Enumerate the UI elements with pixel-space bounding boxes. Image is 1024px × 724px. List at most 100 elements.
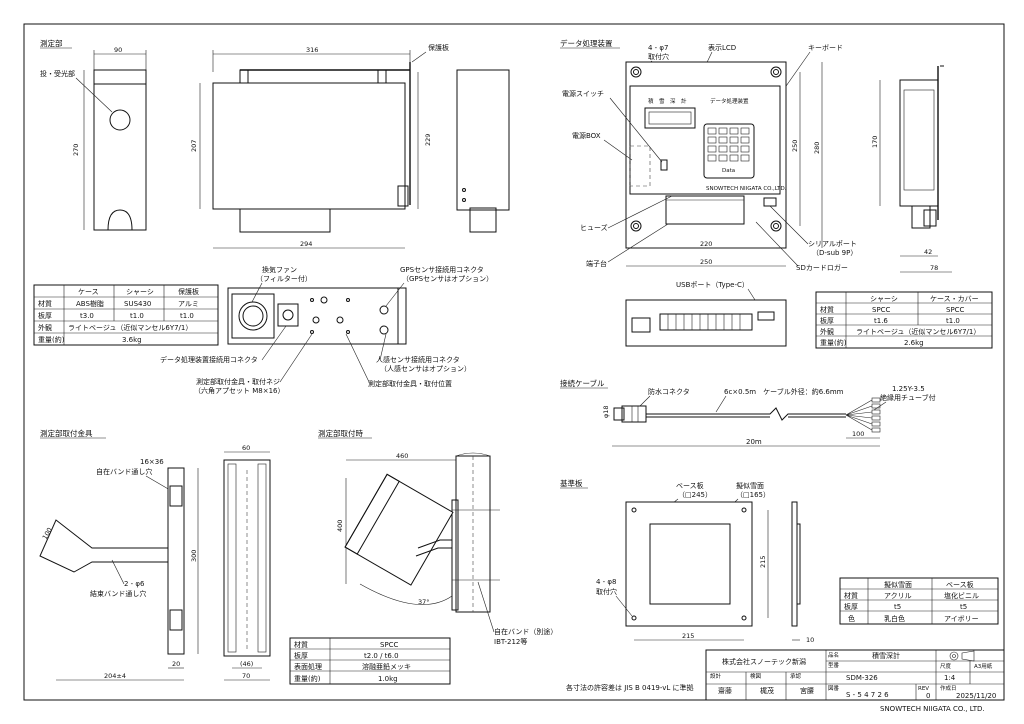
svg-text:シャーシ: シャーシ: [870, 295, 898, 303]
keypad: [703, 123, 755, 179]
svg-text:アルミ: アルミ: [178, 300, 199, 308]
svg-text:溶融亜鉛メッキ: 溶融亜鉛メッキ: [362, 662, 411, 671]
lcd-display: [644, 107, 696, 129]
svg-text:SPCC: SPCC: [946, 306, 965, 314]
label-band-hole-sub: 自在バンド通し穴: [96, 467, 152, 476]
svg-text:Data: Data: [722, 168, 735, 174]
title-company: 株式会社スノーテック新潟: [722, 657, 806, 666]
dim-250h: 250: [791, 140, 799, 152]
section-mount-title: 測定部取付時: [318, 428, 363, 438]
sensor-window: [109, 109, 131, 131]
label-gps-sub: （GPSセンサはオプション）: [402, 275, 493, 283]
svg-text:アクリル: アクリル: [884, 592, 912, 600]
svg-text:板厚: 板厚: [844, 602, 858, 611]
sensor-spec-table: ケース シャーシ 保護板 材質 ABS樹脂 SUS430 アルミ 板厚 t3.0…: [33, 284, 219, 346]
label-transmitter: 投・受光部: [40, 69, 75, 78]
svg-text:塩化ビニル: 塩化ビニル: [944, 591, 979, 600]
bracket-spec-table: 材質 SPCC 板厚 t2.0 / t6.0 表面処理 溶融亜鉛メッキ 重量(約…: [289, 637, 451, 685]
svg-text:ケース・カバー: ケース・カバー: [930, 295, 979, 303]
svg-text:作成日: 作成日: [940, 684, 957, 692]
dim-mount-460: 460: [396, 452, 408, 460]
title-designer: 齋藤: [718, 686, 732, 695]
base-spec-table: 擬似雪面 ベース板 材質 アクリル 塩化ビニル 板厚 t5 t5 色 乳白色 ア…: [839, 577, 999, 625]
label-waterproof-connector: 防水コネクタ: [648, 387, 690, 396]
section-sensor-title: 測定部: [40, 38, 63, 48]
svg-text:板厚: 板厚: [38, 311, 52, 320]
title-approver: 宮腰: [800, 686, 814, 695]
label-tie-hole-sub: 結束バンド通し穴: [90, 589, 146, 598]
dim-cable-tail: 100: [852, 430, 864, 438]
panel-title: 積 雪 深 計: [648, 97, 687, 105]
svg-text:材質: 材質: [294, 640, 308, 649]
label-band-hole: 16×36: [140, 458, 164, 466]
label-band-sub: IBT-212等: [494, 637, 527, 646]
label-mount-fixture: 測定部取付金具・取付ネジ: [196, 377, 280, 386]
label-base-plate: ベース板: [676, 481, 704, 490]
svg-text:ベース板: ベース板: [946, 580, 974, 589]
label-hole-phi7-sub: 取付穴: [648, 52, 669, 61]
dim-280: 280: [813, 142, 821, 154]
label-motion: 人感センサ接続用コネクタ: [376, 355, 460, 364]
label-snow-surface-sub: （□165）: [736, 491, 770, 499]
svg-text:表面処理: 表面処理: [294, 662, 322, 671]
dim-207: 207: [190, 140, 198, 152]
sensor-rear-view: [456, 69, 510, 211]
dim-220: 220: [700, 240, 712, 248]
svg-text:t2.0 / t6.0: t2.0 / t6.0: [364, 652, 399, 660]
title-drawing-no: S - 5 4 7 2 6: [846, 691, 889, 699]
svg-text:材質: 材質: [38, 299, 52, 308]
label-gps: GPSセンサ接続用コネクタ: [400, 265, 484, 274]
label-serial: シリアルポート: [808, 240, 857, 248]
label-fuse: ヒューズ: [580, 223, 608, 232]
label-cover: 保護板: [428, 43, 449, 52]
svg-text:外観: 外観: [820, 327, 834, 336]
cable-connector: [621, 405, 647, 423]
svg-text:t1.0: t1.0: [130, 312, 144, 320]
base-plate: [625, 501, 753, 627]
footer-company: SNOWTECH NIIGATA CO., LTD.: [880, 705, 985, 713]
svg-text:図番: 図番: [828, 685, 840, 692]
section-bracket-title: 測定部取付金具: [40, 428, 93, 438]
sensor-front-view: [93, 69, 147, 231]
dim-42: 42: [924, 248, 932, 256]
title-block: 株式会社スノーテック新潟 設計 検図 承認 齋藤 梶茂 宮腰 品名 積雪深計 型…: [705, 649, 1005, 701]
dim-mount-400: 400: [336, 520, 344, 532]
label-motion-sub: （人感センサはオプション）: [380, 364, 471, 373]
data-unit-front: [625, 61, 787, 249]
dim-316: 316: [306, 46, 318, 54]
svg-text:重量(約): 重量(約): [294, 674, 321, 683]
sheet-border: [23, 23, 1005, 701]
label-base-hole-sub: 取付穴: [596, 587, 617, 596]
keypad-keys: [707, 127, 750, 162]
dim-90: 90: [114, 46, 122, 54]
label-base-plate-sub: （□245）: [678, 491, 712, 499]
svg-text:ABS樹脂: ABS樹脂: [76, 299, 104, 308]
panel-subtitle: データ処理装置: [710, 97, 749, 105]
svg-text:SUS430: SUS430: [124, 300, 151, 308]
panel-brand: SNOWTECH NIIGATA CO.,LTD.: [706, 186, 787, 192]
label-sdcard: SDカードロガー: [796, 263, 848, 272]
svg-text:t1.0: t1.0: [946, 317, 960, 325]
dim-bracket-46: (46): [240, 660, 253, 668]
sensor-side-view: [212, 82, 406, 210]
title-checker: 梶茂: [760, 686, 774, 695]
svg-text:外観: 外観: [38, 323, 52, 332]
svg-text:SPCC: SPCC: [380, 641, 399, 649]
svg-text:t1.6: t1.6: [874, 317, 888, 325]
svg-text:アイボリー: アイボリー: [944, 615, 979, 623]
svg-text:乳白色: 乳白色: [884, 614, 905, 623]
svg-text:ケース: ケース: [78, 288, 99, 296]
dim-294: 294: [300, 240, 312, 248]
bracket-arm: [39, 519, 169, 573]
label-lug: 1.25Y-3.5: [892, 385, 925, 393]
label-power-switch: 電源スイッチ: [562, 89, 604, 98]
dim-bracket-20: 20: [172, 660, 180, 668]
svg-text:1.0kg: 1.0kg: [378, 675, 398, 683]
data-spec-table: シャーシ ケース・カバー 材質 SPCC SPCC 板厚 t1.6 t1.0 外…: [815, 291, 993, 349]
svg-text:シャーシ: シャーシ: [126, 288, 154, 296]
svg-text:t3.0: t3.0: [80, 312, 94, 320]
svg-text:検図: 検図: [750, 672, 762, 680]
dim-cable-length: 20m: [746, 438, 762, 446]
label-fan-sub: （フィルター付）: [256, 274, 312, 283]
